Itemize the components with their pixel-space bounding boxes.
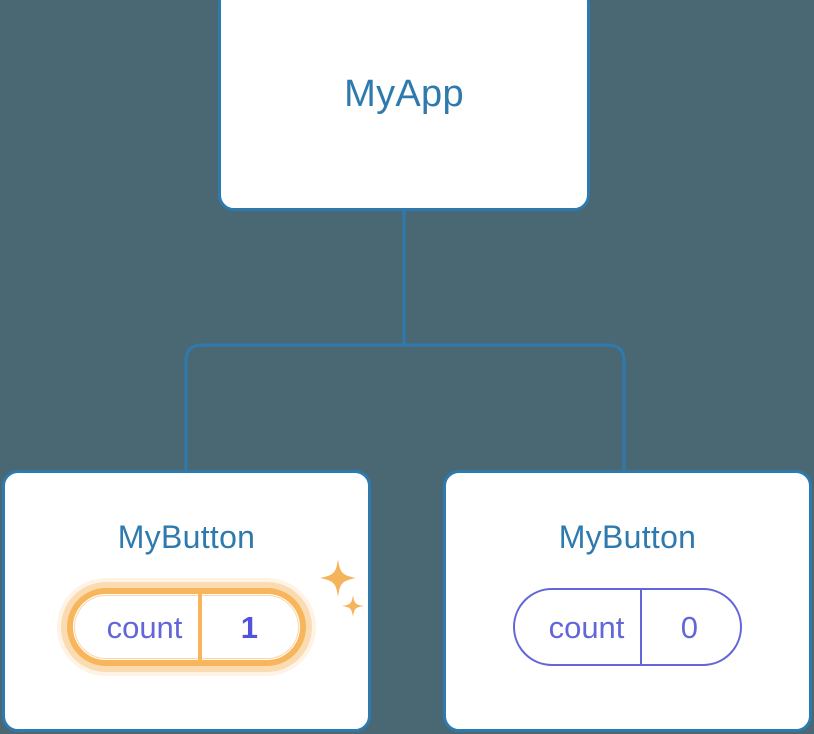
prop-pill-wrap: count 0 [446,579,809,675]
prop-value: 0 [680,609,699,645]
node-title: MyButton [117,519,256,555]
prop-divider [198,594,203,660]
prop-pill-highlighted[interactable]: count 1 [66,588,307,666]
prop-pill[interactable]: count 0 [512,588,743,666]
prop-key: count [548,609,625,645]
node-title: MyButton [558,519,697,555]
prop-divider [640,590,643,664]
connector-branch [184,343,626,470]
prop-value: 1 [240,609,259,645]
node-card-child-1[interactable]: MyButton count 0 [443,470,812,732]
node-card-child-0[interactable]: MyButton count 1 [2,470,371,732]
prop-pill-wrap: count 1 [5,579,368,675]
node-card-root[interactable]: MyApp [218,0,590,211]
prop-key: count [106,609,183,645]
node-title: MyApp [344,73,464,115]
